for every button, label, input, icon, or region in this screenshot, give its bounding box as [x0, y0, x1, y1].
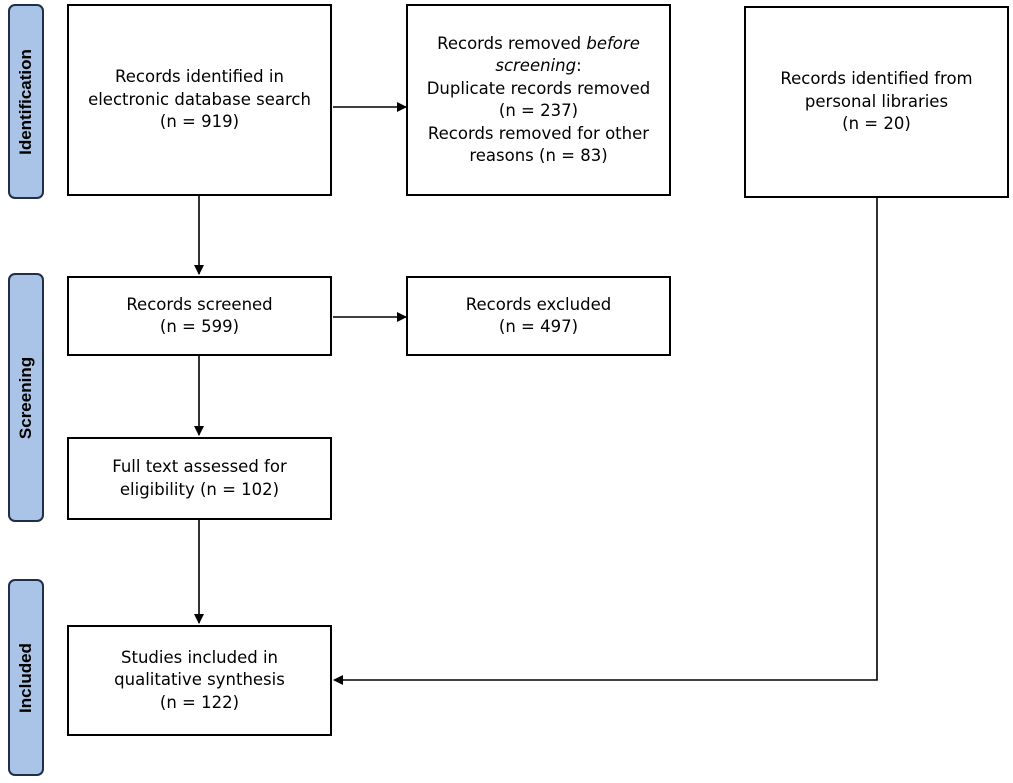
- phase-screening: Screening: [8, 273, 44, 522]
- box-full-text-assessed: Full text assessed for eligibility (n = …: [67, 437, 332, 520]
- removed-line2-italic: screening: [495, 56, 577, 75]
- phase-identification-label: Identification: [16, 48, 35, 155]
- removed-line5: Records removed for other: [427, 123, 650, 143]
- removed-line4: (n = 237): [498, 101, 579, 120]
- box-records-screened: Records screened (n = 599): [67, 276, 332, 356]
- excluded-count: (n = 497): [498, 317, 579, 336]
- removed-line6: reasons (n = 83): [469, 146, 608, 165]
- database-count: (n = 919): [159, 112, 240, 132]
- included-line1: Studies included in: [121, 647, 278, 667]
- box-database-records: Records identified in electronic databas…: [67, 4, 332, 196]
- removed-line2-colon: :: [576, 56, 582, 75]
- included-count: (n = 122): [159, 692, 240, 712]
- arrow-personal-to-included: [333, 198, 878, 685]
- removed-line3: Duplicate records removed: [426, 78, 651, 98]
- screened-line1: Records screened: [126, 294, 273, 314]
- screened-count: (n = 599): [159, 317, 240, 336]
- removed-line1: Records removed before: [427, 33, 651, 56]
- personal-line1: Records identified from: [780, 69, 973, 89]
- box-records-removed: Records removed before screening: Duplic…: [406, 4, 671, 196]
- personal-count: (n = 20): [842, 114, 911, 134]
- box-personal-libraries: Records identified from personal librari…: [744, 6, 1009, 198]
- included-line2: qualitative synthesis: [114, 670, 285, 690]
- personal-line2: personal libraries: [804, 91, 949, 111]
- box-records-excluded: Records excluded (n = 497): [406, 276, 671, 356]
- phase-identification: Identification: [8, 4, 44, 199]
- excluded-line1: Records excluded: [465, 294, 612, 314]
- phase-screening-label: Screening: [16, 356, 35, 439]
- box-studies-included: Studies included in qualitative synthesi…: [67, 625, 332, 736]
- fulltext-line1: Full text assessed for: [112, 457, 287, 476]
- removed-line2: screening:: [427, 55, 651, 78]
- phase-included-label: Included: [16, 642, 35, 713]
- removed-line1-italic: before: [586, 33, 640, 53]
- database-line2: electronic database search: [88, 89, 311, 109]
- phase-included: Included: [8, 579, 44, 776]
- database-line1: Records identified in: [115, 67, 284, 87]
- fulltext-line2: eligibility (n = 102): [119, 479, 280, 499]
- removed-line1-text: Records removed: [437, 33, 587, 53]
